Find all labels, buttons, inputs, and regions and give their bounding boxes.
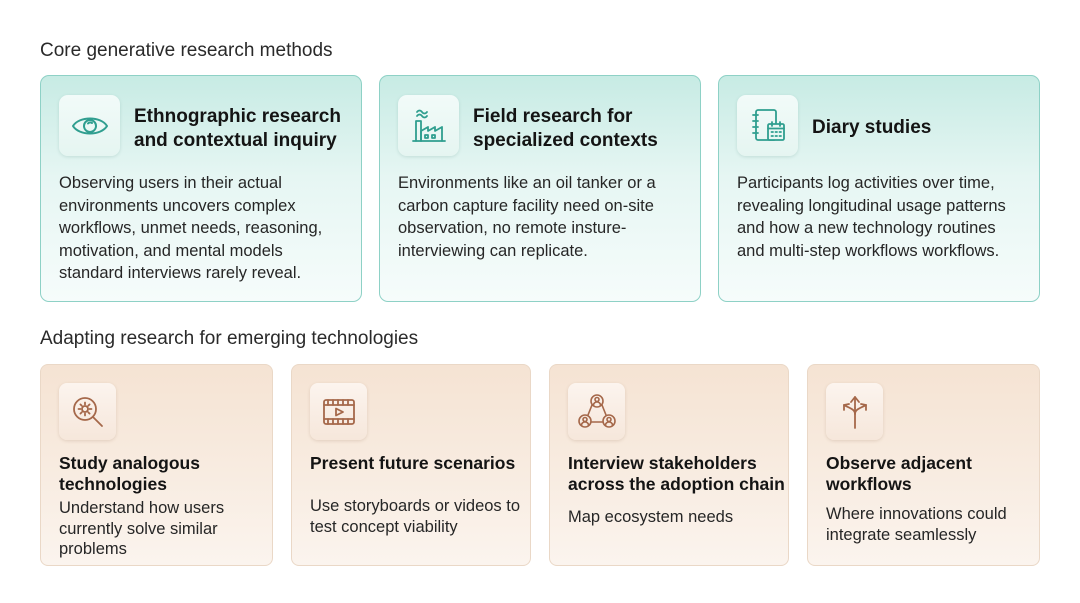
card-description: Where innovations could integrate seamle… bbox=[826, 505, 1007, 544]
card-title: Interview stakeholders across the adopti… bbox=[568, 453, 785, 494]
eye-icon bbox=[59, 95, 120, 156]
card-description: Observing users in their actual environm… bbox=[59, 174, 323, 282]
card-future-scenarios: Present future scenarios Use storyboards… bbox=[291, 364, 531, 566]
card-diary-studies: Diary studies Participants log activitie… bbox=[718, 75, 1040, 302]
card-ethnographic-research: Ethnographic research and contextual inq… bbox=[40, 75, 362, 302]
video-player-icon bbox=[310, 383, 367, 440]
card-description: Environments like an oil tanker or a car… bbox=[398, 174, 656, 260]
card-description: Understand how users currently solve sim… bbox=[59, 499, 225, 558]
card-title: Diary studies bbox=[812, 117, 932, 138]
section-title-core-methods: Core generative research methods bbox=[40, 40, 333, 61]
section-title-emerging-tech: Adapting research for emerging technolog… bbox=[40, 328, 419, 349]
notebook-calendar-icon bbox=[737, 95, 798, 156]
card-title: Field research for specialized contexts bbox=[473, 106, 658, 151]
card-title: Observe adjacent workflows bbox=[826, 453, 972, 494]
card-adjacent-workflows: Observe adjacent workflows Where innovat… bbox=[807, 364, 1040, 566]
factory-icon bbox=[398, 95, 459, 156]
card-title: Ethnographic research and contextual inq… bbox=[134, 106, 341, 151]
card-description: Participants log activities over time, r… bbox=[737, 174, 1006, 260]
card-field-research: Field research for specialized contexts … bbox=[379, 75, 701, 302]
diverging-arrows-icon bbox=[826, 383, 883, 440]
card-description: Use storyboards or videos to test concep… bbox=[310, 497, 521, 536]
card-interview-stakeholders: Interview stakeholders across the adopti… bbox=[549, 364, 789, 566]
card-analogous-technologies: Study analogous technologies Understand … bbox=[40, 364, 273, 566]
card-description: Map ecosystem needs bbox=[568, 508, 734, 526]
card-title: Study analogous technologies bbox=[59, 453, 200, 494]
stakeholder-network-icon bbox=[568, 383, 625, 440]
magnifier-gear-icon bbox=[59, 383, 116, 440]
card-title: Present future scenarios bbox=[310, 453, 516, 473]
